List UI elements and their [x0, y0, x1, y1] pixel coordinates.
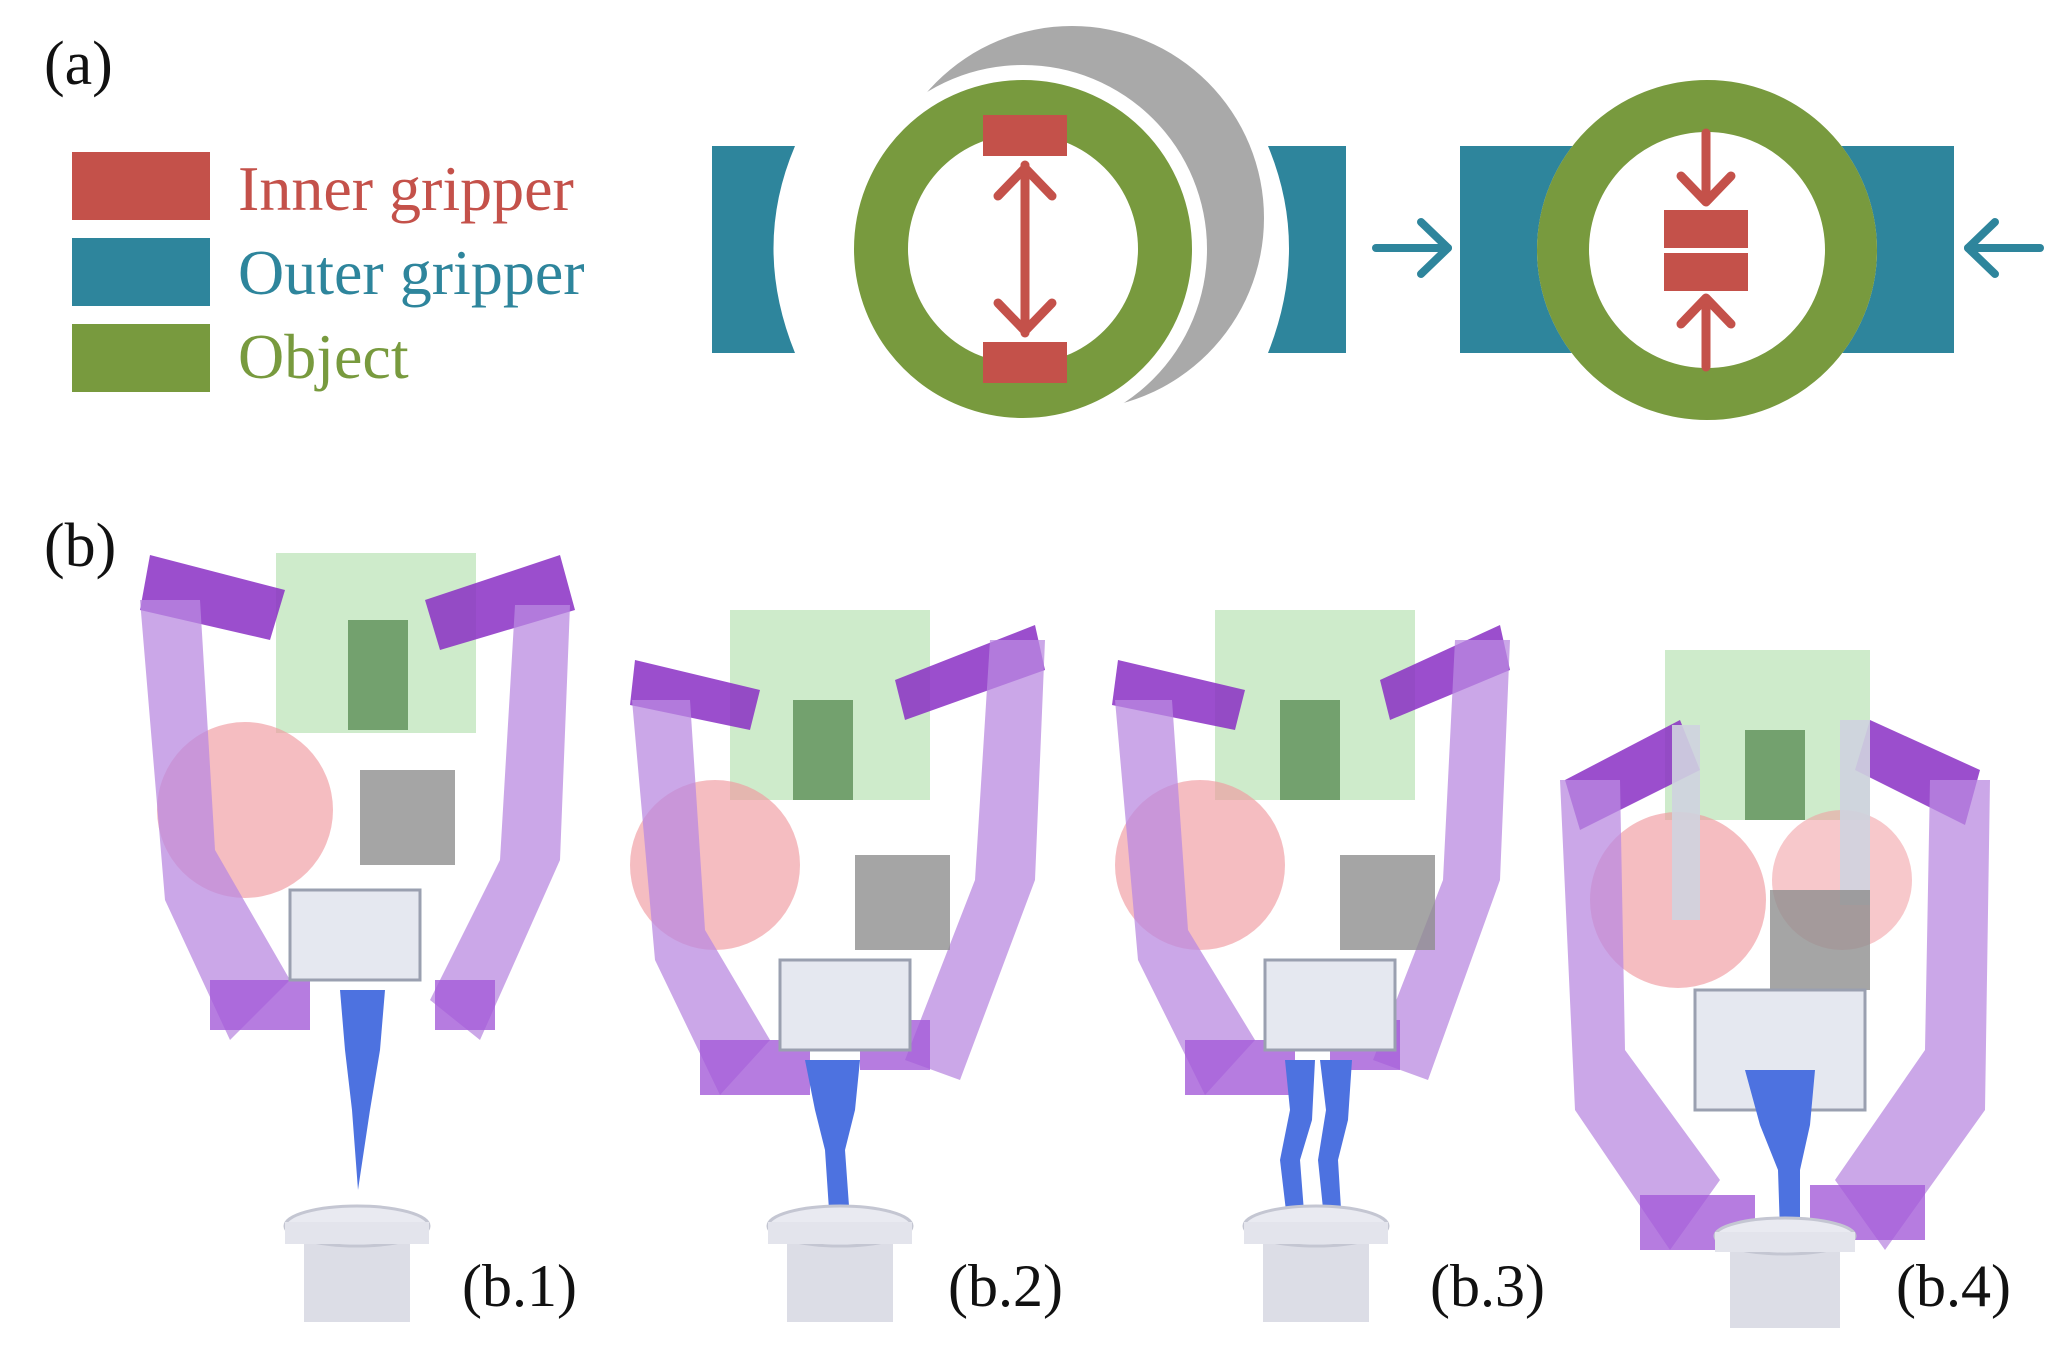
outer-finger-left: [1560, 780, 1720, 1250]
panel-b-label: (b): [44, 512, 116, 580]
render-b4: (b.4): [1560, 650, 2011, 1328]
inner-jaw-closed-bottom: [1664, 253, 1748, 291]
inner-motor: [855, 855, 950, 950]
gripper-model-b2: [630, 610, 1045, 1225]
outer-finger-right: [905, 640, 1045, 1080]
legend-label-object: Object: [238, 321, 409, 392]
inner-motor: [1340, 855, 1435, 950]
object-base-b1: [283, 1204, 431, 1322]
legend: Inner gripper Outer gripper Object: [72, 152, 585, 392]
inner-finger-right: [1318, 1060, 1352, 1228]
panel-a: (a) Inner gripper Outer gripper Object: [44, 26, 2044, 433]
base-stem: [304, 1240, 410, 1322]
outer-finger-left: [140, 600, 290, 1040]
inner-finger: [340, 990, 385, 1190]
inner-finger: [805, 1060, 860, 1225]
outer-jaw-left: [712, 146, 795, 353]
render-b2: (b.2): [630, 610, 1063, 1322]
base-collar: [1244, 1222, 1388, 1244]
expand-arrow: [993, 160, 1057, 338]
outer-finger-right: [430, 605, 570, 1040]
upper-link-left: [1112, 660, 1245, 730]
contract-arrows: [1676, 128, 1736, 372]
finger-tip-right: [435, 980, 495, 1030]
outer-finger-right: [1373, 640, 1510, 1080]
object-ring-open: [854, 80, 1192, 418]
squeeze-arrows: [1372, 218, 2044, 278]
base-stem: [787, 1240, 893, 1322]
gripper-model-b1: [140, 553, 575, 1190]
object-ring-closed: [1537, 80, 1877, 420]
subpanel-label-b2: (b.2): [948, 1253, 1063, 1319]
subpanel-label-b4: (b.4): [1896, 1253, 2011, 1319]
upper-link-left: [140, 555, 285, 640]
green-motor: [1280, 700, 1340, 800]
inner-finger-left: [1280, 1060, 1315, 1228]
panel-a-label: (a): [44, 30, 113, 98]
upper-link-right: [425, 555, 575, 650]
outer-jaw-right: [1268, 146, 1346, 353]
legend-label-outer: Outer gripper: [238, 237, 585, 308]
inner-jaw-top: [983, 115, 1067, 156]
upper-link-left: [630, 660, 760, 730]
base-collar: [1715, 1232, 1855, 1252]
subpanel-label-b3: (b.3): [1430, 1253, 1545, 1319]
base-collar: [768, 1222, 912, 1244]
finger-tip-left: [210, 980, 310, 1030]
inner-mechanism: [288, 888, 422, 982]
gripper-model-b4: [1560, 650, 1990, 1250]
green-motor: [1745, 730, 1805, 820]
legend-swatch-inner: [72, 152, 210, 220]
base-stem: [1730, 1248, 1840, 1328]
inner-motor: [1770, 890, 1870, 990]
object-base-b4: [1713, 1216, 1857, 1328]
base-collar: [285, 1222, 429, 1244]
legend-swatch-outer: [72, 238, 210, 306]
object-base-b3: [1242, 1204, 1390, 1322]
panel-b: (b) (b.1): [44, 512, 2011, 1328]
inner-mechanism: [1263, 958, 1397, 1052]
schematic-gripping: [1372, 80, 2044, 420]
schematic-open: [712, 26, 1346, 433]
subpanel-label-b1: (b.1): [462, 1253, 577, 1319]
bracket-left: [1672, 725, 1700, 920]
inner-jaw-bottom: [983, 342, 1067, 383]
legend-swatch-object: [72, 324, 210, 392]
legend-label-inner: Inner gripper: [238, 153, 574, 224]
outer-finger-left: [632, 700, 770, 1095]
outer-finger-right: [1835, 780, 1990, 1250]
green-motor: [793, 700, 853, 800]
render-b1: (b.1): [140, 553, 577, 1322]
outer-finger-left: [1115, 700, 1255, 1095]
bracket-right: [1840, 720, 1870, 905]
gripper-model-b3: [1112, 610, 1510, 1228]
inner-mechanism: [778, 958, 912, 1052]
inner-finger: [1745, 1070, 1815, 1232]
base-stem: [1263, 1240, 1369, 1322]
green-motor: [348, 620, 408, 730]
inner-jaw-closed-top: [1664, 210, 1748, 248]
render-b3: (b.3): [1112, 610, 1545, 1322]
inner-motor: [360, 770, 455, 865]
object-base-b2: [766, 1204, 914, 1322]
